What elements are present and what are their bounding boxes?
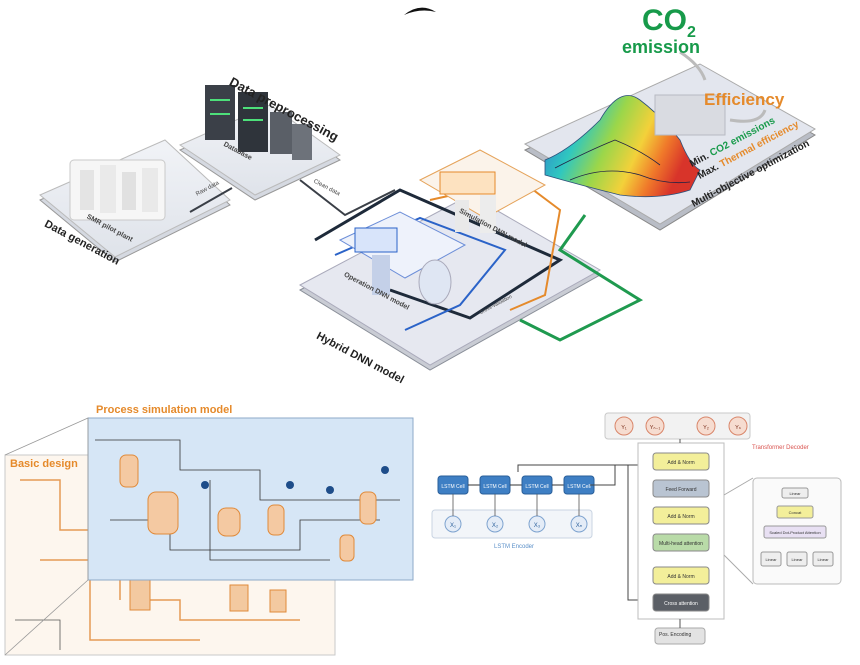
operation-dnn-model-box xyxy=(338,211,467,305)
outputs-frame xyxy=(604,412,751,440)
lstm-cell-label: LSTM Cell xyxy=(567,484,590,490)
attention-detail-block: Linear xyxy=(760,551,782,567)
attention-detail-label: Linear xyxy=(791,557,803,562)
output-node: Y₂ xyxy=(696,416,716,436)
data-generation-platform xyxy=(39,139,231,263)
decoder-block: Feed Forward xyxy=(652,479,710,498)
input-node: X₃ xyxy=(528,515,546,533)
input-node-label: X₁ xyxy=(450,523,456,529)
input-node-label: X₃ xyxy=(534,523,541,529)
attention-detail-block: Concat xyxy=(776,505,814,519)
efficiency-label: Efficiency xyxy=(704,90,785,109)
lstm-cell: LSTM Cell xyxy=(521,475,553,495)
optimization-platform xyxy=(523,50,816,231)
emission-label: emission xyxy=(622,37,701,57)
lstm-cell: LSTM Cell xyxy=(479,475,511,495)
lstm-cell-label: LSTM Cell xyxy=(441,484,464,490)
efficiency-arrow xyxy=(729,109,767,123)
panel-perspective-lines xyxy=(4,417,89,656)
co2-title: CO2 xyxy=(642,4,696,42)
decoder-block-label: Add & Norm xyxy=(667,514,694,520)
decoder-block-label: Multi-head attention xyxy=(659,541,703,547)
lstm-cell-label: LSTM Cell xyxy=(483,484,506,490)
optimization-connector xyxy=(519,214,644,342)
decoder-block: Cross attention xyxy=(652,593,710,612)
lstm-cell-label: LSTM Cell xyxy=(525,484,548,490)
pos-encoding-label: Pos. Encoding xyxy=(659,632,692,638)
hybrid-outline-dark xyxy=(314,188,564,320)
decoder-block-label: Cross attention xyxy=(664,601,698,607)
attention-detail-label: Concat xyxy=(789,510,803,515)
encoder-to-cross-link xyxy=(517,464,655,601)
decoder-frame xyxy=(637,442,725,620)
lstm-cell: LSTM Cell xyxy=(563,475,595,495)
input-node: X₁ xyxy=(444,515,462,533)
simulation-dnn-model-box xyxy=(418,149,547,233)
hybrid-dnn-platform xyxy=(298,149,602,371)
decoder-block: Multi-head attention xyxy=(652,533,710,552)
raw-data-connector xyxy=(189,187,233,213)
decoder-block: Add & Norm xyxy=(652,452,710,471)
attention-detail-label: Linear xyxy=(789,491,801,496)
lstm-encoder-frame xyxy=(431,509,593,539)
attention-detail-block: Scaled Dot-Product Attention xyxy=(763,525,827,539)
co2-subscript: 2 xyxy=(687,24,696,41)
attention-detail-block: Linear xyxy=(812,551,834,567)
output-node-label: Yₙ xyxy=(735,425,742,431)
attention-detail-label: Linear xyxy=(765,557,777,562)
lstm-encoder-label: LSTM Encoder xyxy=(494,544,535,550)
lstm-cell: LSTM Cell xyxy=(437,475,469,495)
transformer-decoder-label: Transformer Decoder xyxy=(752,445,809,451)
decoder-block-label: Add & Norm xyxy=(667,574,694,580)
process-simulation-panel xyxy=(87,417,414,581)
data-preprocessing-platform xyxy=(178,85,341,201)
decoder-block-label: Feed Forward xyxy=(665,487,696,493)
attention-detail-label: Linear xyxy=(817,557,829,562)
decoder-block: Add & Norm xyxy=(652,566,710,585)
clean-data-connector xyxy=(299,179,396,217)
process-simulation-title: Process simulation model xyxy=(96,404,233,416)
pilot-plant-icon xyxy=(69,159,166,221)
output-node-label: Y₂ xyxy=(703,425,709,431)
logo-mark xyxy=(404,7,436,15)
basic-design-title: Basic design xyxy=(10,458,78,470)
output-node: Yₙ xyxy=(728,416,748,436)
efficiency-panel xyxy=(654,94,726,136)
input-node-label: X₂ xyxy=(492,523,499,529)
decoder-block: Add & Norm xyxy=(652,506,710,525)
input-node: Xₙ xyxy=(570,515,588,533)
input-node: X₂ xyxy=(486,515,504,533)
output-node: Y₁ xyxy=(614,416,634,436)
attention-detail-label: Scaled Dot-Product Attention xyxy=(769,530,820,535)
output-node-label: Yₙ₋₁ xyxy=(650,425,661,431)
output-node-label: Y₁ xyxy=(621,425,627,431)
output-node: Yₙ₋₁ xyxy=(645,416,665,436)
attention-detail-block: Linear xyxy=(786,551,808,567)
co2-arrow xyxy=(679,50,707,81)
attention-detail-block: Linear xyxy=(781,487,809,499)
input-node-label: Xₙ xyxy=(576,523,583,529)
decoder-block-label: Add & Norm xyxy=(667,460,694,466)
database-server-icon xyxy=(205,85,312,160)
co2-text: CO xyxy=(642,4,687,37)
